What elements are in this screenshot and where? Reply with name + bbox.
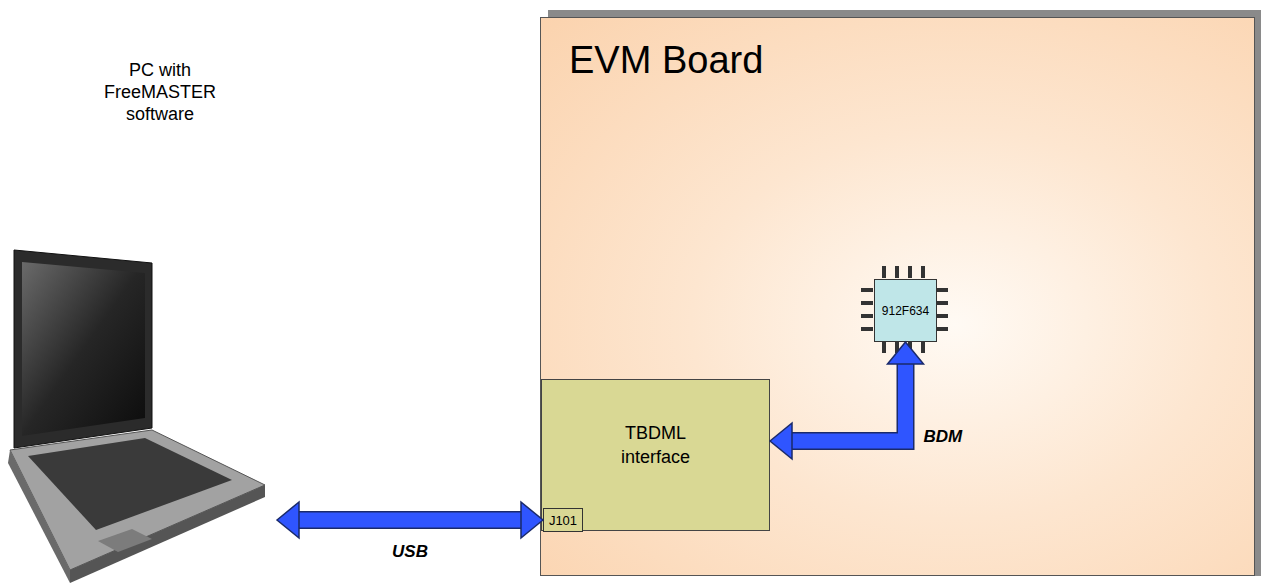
node-label: TBDML interface: [606, 421, 706, 469]
interface-box: TBDML interfaceJ101: [541, 379, 770, 531]
edge-label: BDM: [924, 427, 963, 447]
connector-box: J101: [543, 508, 583, 532]
edge-label: USB: [392, 542, 428, 562]
fat-arrow: [770, 342, 924, 459]
node-label: EVM Board: [569, 38, 763, 82]
node-label: 912F634: [882, 304, 929, 318]
computer-node: PC with FreeMASTER software: [5, 55, 277, 580]
node-label: J101: [549, 513, 577, 528]
board-box: EVM BoardTBDML interfaceJ101 912F634: [540, 17, 1255, 576]
fat-arrow: [277, 502, 543, 538]
chip-body: 912F634: [874, 279, 937, 342]
node-label: PC with FreeMASTER software: [85, 59, 235, 125]
